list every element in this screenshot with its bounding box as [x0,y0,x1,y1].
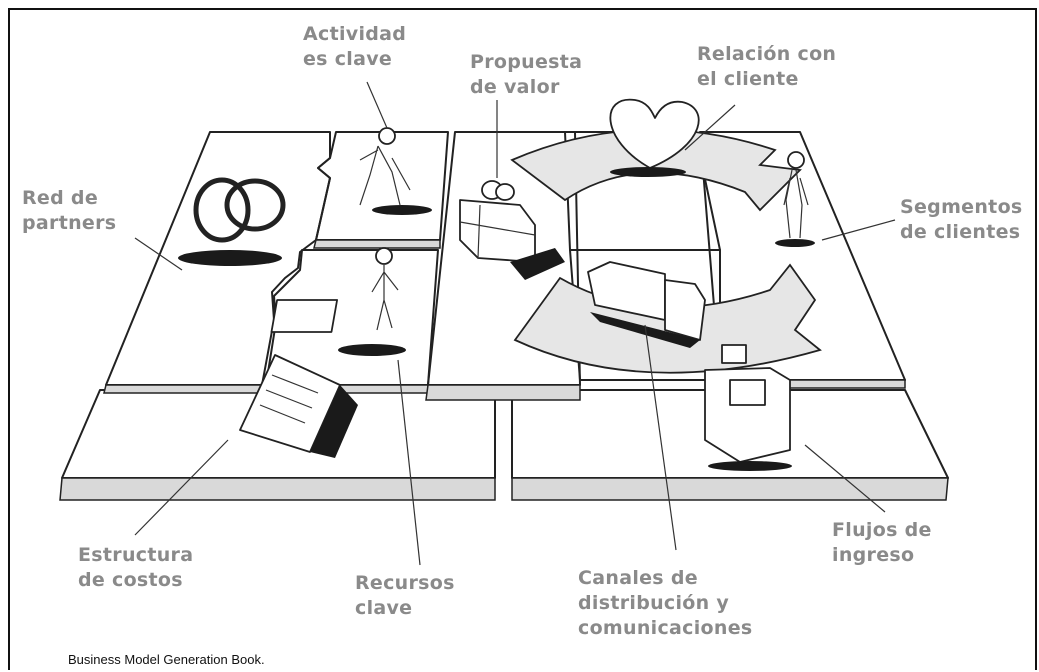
leader-partners [134,237,183,271]
customer-figure-icon [775,151,815,247]
label-value-proposition: Propuesta de valor [470,51,583,98]
truck-icon [587,261,706,348]
label-customer-segments: Segmentos de clientes [900,196,1023,243]
leader-activities [366,81,388,129]
label-key-activities: Actividad es clave [303,23,407,70]
leader-revenue [804,444,886,513]
leader-costs [134,439,229,536]
source-caption: Business Model Generation Book. [68,652,265,667]
value-proposition-block [425,131,581,401]
leader-resources [397,359,421,566]
document-icon [239,354,358,458]
cash-register-icon [704,344,792,471]
label-key-resources: Recursos clave [355,572,455,619]
label-customer-relationship: Relación con el cliente [697,43,837,90]
leader-channels [644,324,677,551]
worker-figure-icon [359,127,432,215]
label-cost-structure: Estructura de costos [78,544,194,591]
label-channels: Canales de distribución y comunicaciones [578,567,753,639]
key-activities-block [313,131,449,249]
gift-box-icon [459,180,565,280]
resources-figure-icon [270,247,406,356]
leader-relationship [684,104,736,151]
diagram-frame [8,8,1037,670]
heart-icon [609,98,700,177]
rings-icon [178,177,286,266]
leader-segments [821,219,896,241]
label-revenue-streams: Flujos de ingreso [832,519,932,566]
label-key-partners: Red de partners [22,187,117,234]
